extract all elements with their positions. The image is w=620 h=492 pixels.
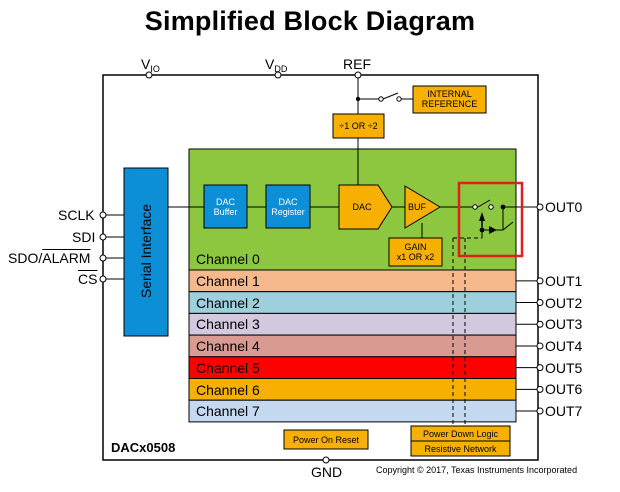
power-down-control-lines: [452, 237, 482, 426]
serial-interface-block: [123, 167, 169, 337]
channel-7-label: Channel 7: [196, 403, 260, 420]
out-pin-7: [536, 407, 544, 415]
channel-3-label: Channel 3: [196, 316, 260, 333]
out-4-label: OUT4: [545, 337, 583, 354]
pin-vdd: VDD: [265, 56, 288, 74]
pin-sdo-label: SDO/: [8, 250, 43, 266]
diagram-title: Simplified Block Diagram: [144, 6, 476, 36]
channel-6-label: Channel 6: [196, 381, 260, 398]
copyright: Copyright © 2017, Texas Instruments Inco…: [376, 465, 578, 475]
out-7-label: OUT7: [545, 403, 583, 420]
highlight-box: [457, 181, 524, 258]
out-3-label: OUT3: [545, 316, 583, 333]
out-pin-2: [536, 299, 544, 307]
pin-cs: CS: [78, 271, 98, 287]
channel-4-label: Channel 4: [196, 338, 260, 355]
out-pin-0: [536, 203, 544, 211]
switch-arrow-right: [489, 226, 497, 234]
pin-sclk: SCLK: [58, 207, 95, 223]
dac-block: [338, 184, 393, 230]
output-pin-circles: [536, 203, 544, 415]
ref-wires: [357, 78, 413, 185]
ref-divider-label: ÷1 OR ÷2: [339, 121, 378, 131]
part-number: DACx0508: [111, 440, 176, 455]
pin-gnd: GND: [311, 464, 343, 480]
out-2-label: OUT2: [545, 294, 583, 311]
internal-reference-block: [412, 85, 487, 114]
pin-sdi: SDI: [72, 229, 96, 245]
switch-contacts: [472, 204, 494, 210]
power-down-logic-label: Power Down Logic: [422, 429, 499, 439]
out-1-label: OUT1: [545, 272, 583, 289]
channel-2-label: Channel 2: [196, 294, 260, 311]
out-pin-4: [536, 342, 544, 350]
buf-amplifier: [404, 185, 441, 229]
switch-junction: [500, 204, 506, 210]
channel-1-label: Channel 1: [196, 273, 260, 289]
channel-5-label: Channel 5: [196, 359, 260, 376]
resistive-network-label: Resistive Network: [424, 444, 497, 454]
dac-label: DAC: [352, 202, 372, 212]
serial-interface-label: Serial Interface: [138, 203, 154, 299]
supply-pin-circles: [145, 71, 362, 464]
left-pin-circles: [99, 211, 107, 283]
out-5-label: OUT5: [545, 359, 583, 376]
dac-register-block: [265, 184, 311, 229]
out-pin-6: [536, 385, 544, 393]
out-pin-1: [536, 277, 544, 285]
power-on-reset-label: Power On Reset: [292, 435, 360, 445]
out-pin-3: [536, 320, 544, 328]
ref-junction: [355, 96, 361, 102]
dac-buffer-block: [203, 184, 248, 229]
pin-vio: VIO: [141, 56, 160, 74]
resistive-network-block: [410, 440, 511, 457]
switch-arrow: [479, 212, 485, 221]
channel-strips: [188, 269, 540, 423]
out-pin-5: [536, 364, 544, 372]
out-0-label: OUT0: [545, 199, 583, 215]
out-6-label: OUT6: [545, 381, 583, 398]
pin-ref: REF: [343, 56, 371, 72]
ref-switch: [378, 96, 402, 102]
ref-divider-block: [332, 113, 385, 139]
gain-block: [388, 237, 443, 267]
power-on-reset-block: [283, 429, 369, 450]
switch-junction-lower: [479, 227, 485, 233]
pin-sdo-alarm: SDO/ALARM: [8, 250, 90, 266]
channel-0-label: Channel 0: [196, 251, 260, 267]
buf-label: BUF: [408, 202, 426, 212]
pin-alarm-label: ALARM: [42, 250, 91, 266]
